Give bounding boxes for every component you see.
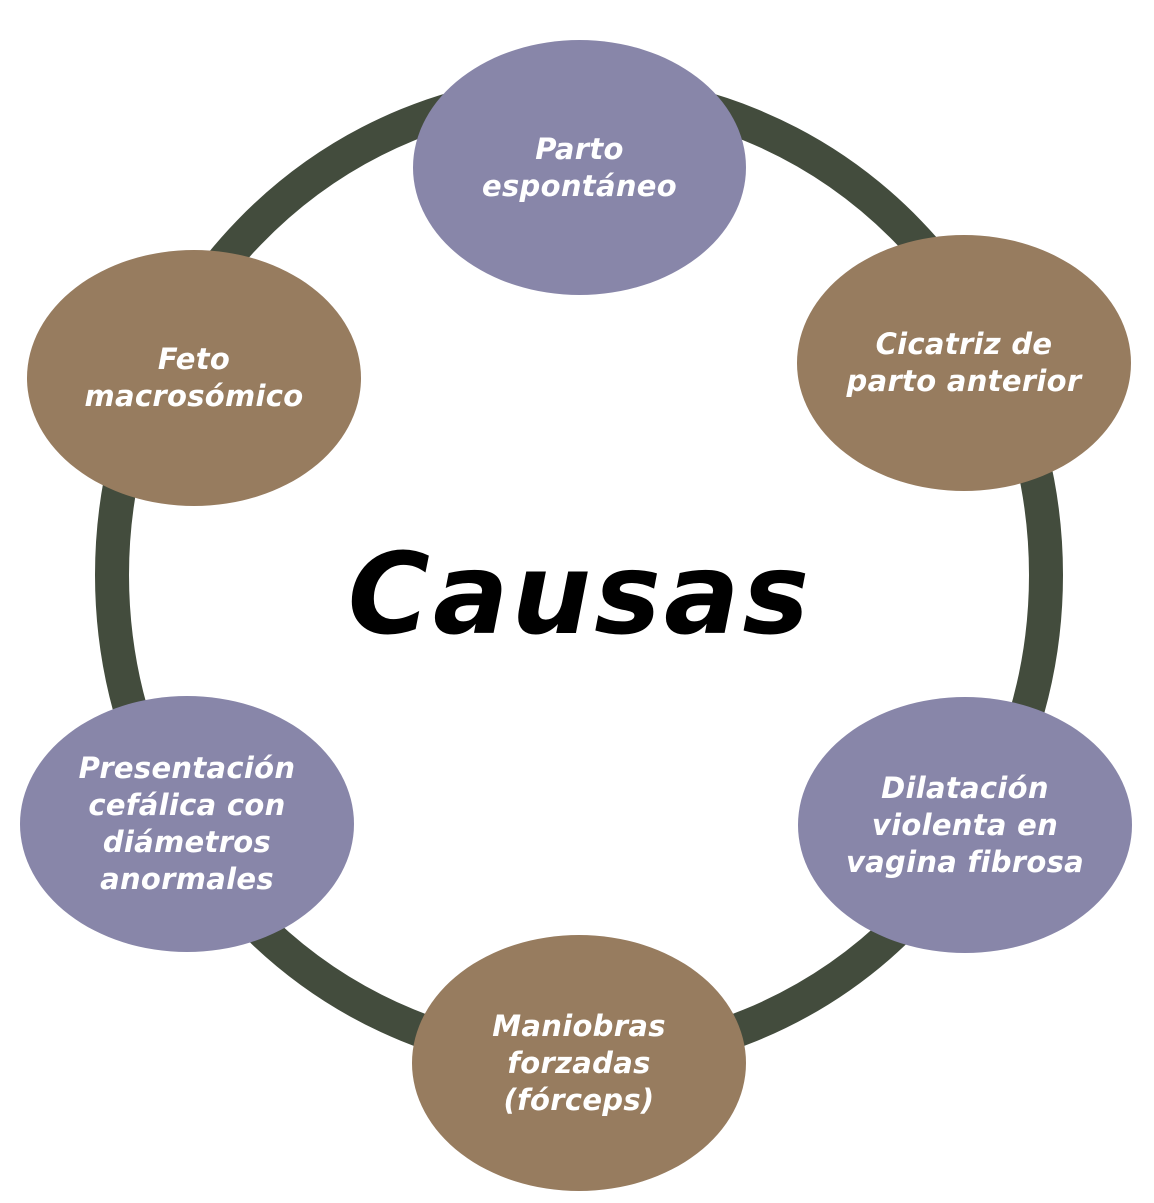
cause-label: Maniobras forzadas (fórceps) bbox=[492, 1008, 666, 1117]
cause-node-maniobras: Maniobras forzadas (fórceps) bbox=[412, 935, 746, 1191]
cause-label: Cicatriz de parto anterior bbox=[846, 327, 1082, 398]
cause-node-cicatriz: Cicatriz de parto anterior bbox=[797, 235, 1131, 491]
cause-node-feto-macrosomico: Feto macrosómico bbox=[27, 250, 361, 506]
cause-label: Presentación cefálica con diámetros anor… bbox=[78, 751, 296, 896]
cause-node-presentacion: Presentación cefálica con diámetros anor… bbox=[20, 696, 354, 952]
cause-label: Feto macrosómico bbox=[84, 342, 304, 413]
center-title: Causas bbox=[347, 530, 813, 660]
cause-label: Dilatación violenta en vagina fibrosa bbox=[845, 770, 1085, 879]
cause-node-dilatacion: Dilatación violenta en vagina fibrosa bbox=[798, 697, 1132, 953]
cause-node-parto-espontaneo: Parto espontáneo bbox=[413, 40, 746, 295]
cause-label: Parto espontáneo bbox=[482, 131, 677, 203]
